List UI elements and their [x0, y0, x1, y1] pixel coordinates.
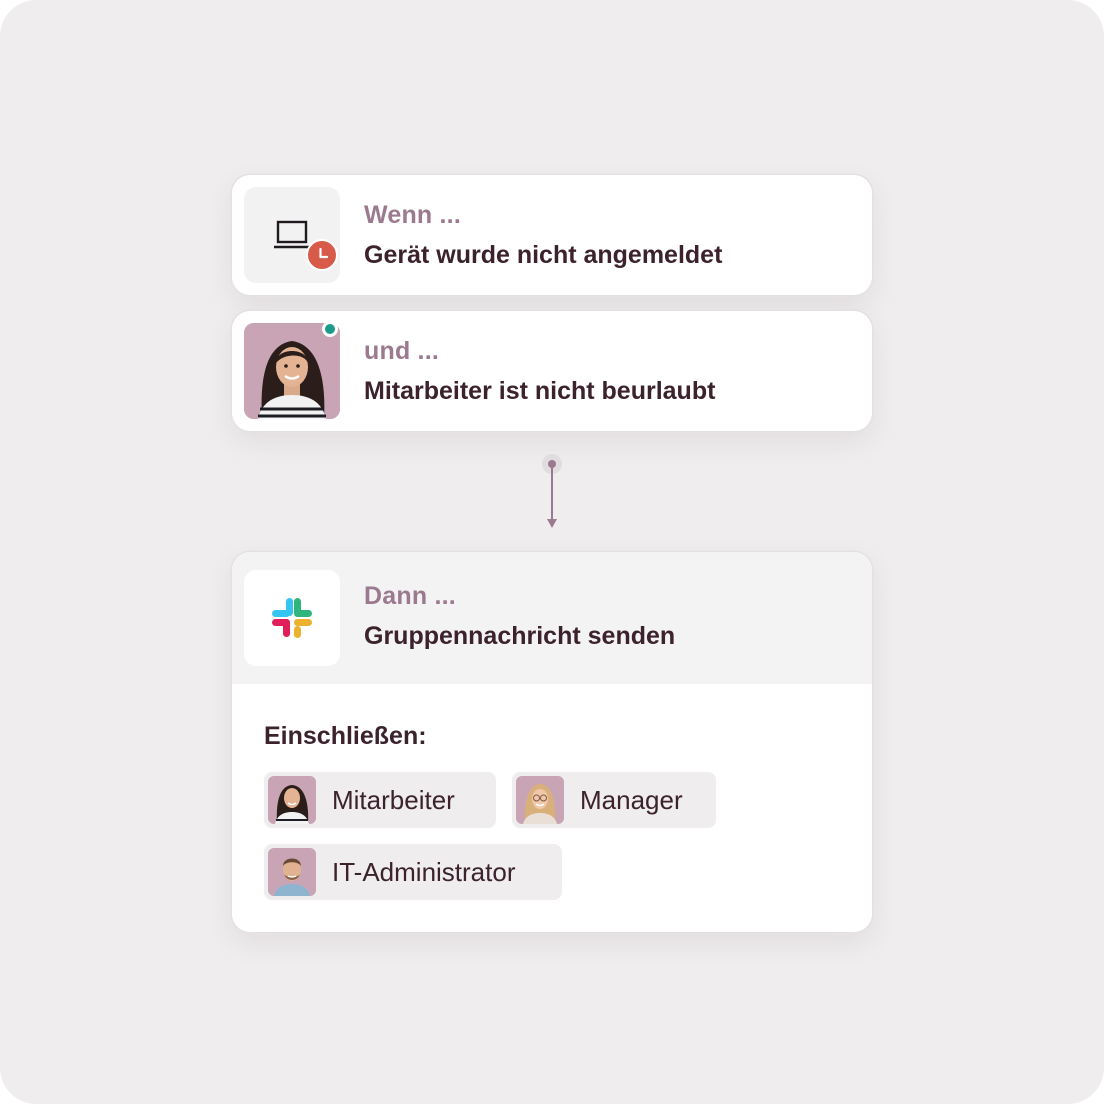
- employee-avatar: [244, 323, 340, 419]
- trigger-card[interactable]: Wenn ... Gerät wurde nicht angemeldet: [232, 175, 872, 295]
- condition-eyebrow: und ...: [364, 337, 439, 365]
- action-header: Dann ... Gruppennachricht senden: [232, 552, 872, 684]
- trigger-eyebrow: Wenn ...: [364, 201, 461, 229]
- trigger-title: Gerät wurde nicht angemeldet: [364, 241, 723, 269]
- condition-card[interactable]: und ... Mitarbeiter ist nicht beurlaubt: [232, 311, 872, 431]
- action-card[interactable]: Dann ... Gruppennachricht senden Einschl…: [232, 552, 872, 932]
- recipient-chip-employee[interactable]: Mitarbeiter: [264, 772, 496, 828]
- condition-title: Mitarbeiter ist nicht beurlaubt: [364, 377, 716, 405]
- recipient-label: Mitarbeiter: [332, 785, 455, 815]
- employee-avatar: [268, 776, 316, 824]
- trigger-icon-tile: [244, 187, 340, 283]
- recipient-chip-it-admin[interactable]: IT-Administrator: [264, 844, 562, 900]
- manager-avatar: [516, 776, 564, 824]
- connector-arrow: [542, 454, 562, 528]
- laptop-icon: [274, 220, 310, 249]
- include-label: Einschließen:: [264, 722, 427, 750]
- recipient-label: IT-Administrator: [332, 857, 516, 887]
- it-admin-avatar: [268, 848, 316, 896]
- online-status-dot: [322, 321, 338, 337]
- recipient-label: Manager: [580, 785, 683, 815]
- action-title: Gruppennachricht senden: [364, 622, 676, 650]
- action-icon-tile: [244, 570, 340, 666]
- clock-icon: [306, 239, 338, 271]
- recipient-chip-manager[interactable]: Manager: [512, 772, 716, 828]
- action-eyebrow: Dann ...: [364, 582, 456, 610]
- slack-icon: [272, 598, 312, 638]
